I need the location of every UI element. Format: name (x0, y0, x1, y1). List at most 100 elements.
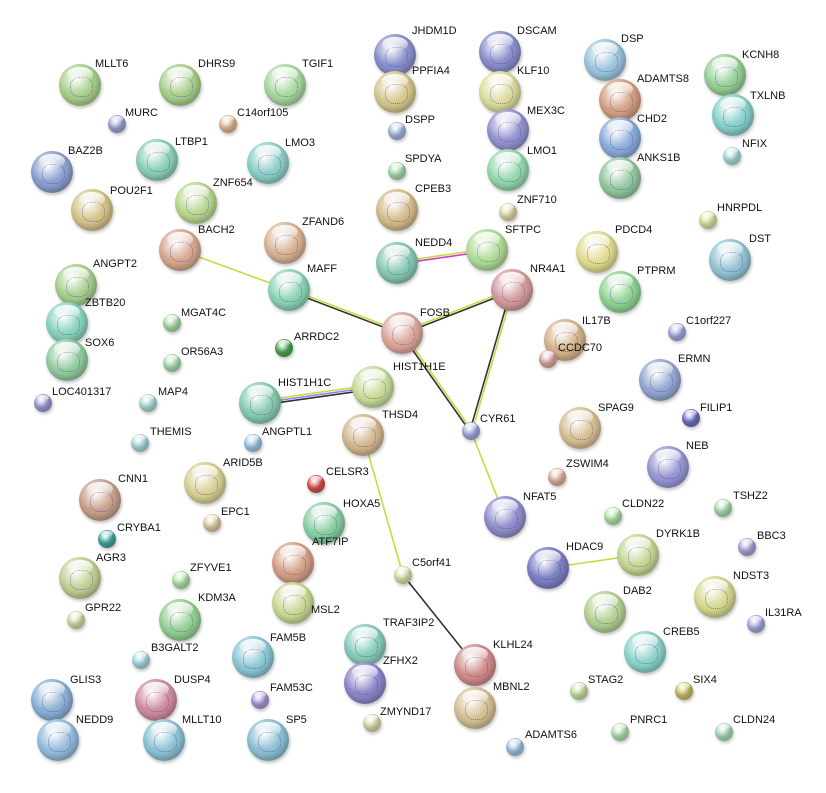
node-label-dsp[interactable]: DSP (621, 33, 644, 45)
node-cryba1[interactable] (98, 530, 116, 548)
edge-thsd4-c5orf41[interactable] (362, 434, 404, 576)
node-angpt2[interactable] (55, 264, 97, 306)
node-label-dst[interactable]: DST (749, 233, 771, 245)
node-label-pnrc1[interactable]: PNRC1 (630, 714, 668, 726)
node-lmo1[interactable] (487, 149, 529, 191)
node-label-map4[interactable]: MAP4 (158, 386, 188, 398)
node-bach2[interactable] (159, 229, 201, 271)
node-label-nr4a1[interactable]: NR4A1 (530, 263, 566, 275)
node-sftpc[interactable] (466, 229, 508, 271)
node-label-themis[interactable]: THEMIS (150, 426, 192, 438)
node-label-or56a3[interactable]: OR56A3 (181, 346, 224, 358)
node-label-txlnb[interactable]: TXLNB (750, 90, 786, 102)
node-label-msl2[interactable]: MSL2 (311, 604, 340, 616)
node-label-cyr61[interactable]: CYR61 (480, 413, 516, 425)
node-agr3[interactable] (59, 557, 101, 599)
node-label-ppfia4[interactable]: PPFIA4 (412, 65, 450, 77)
node-dsp[interactable] (584, 39, 626, 81)
node-hnrpdl[interactable] (699, 211, 717, 229)
node-arrdc2[interactable] (275, 339, 293, 357)
node-label-ermn[interactable]: ERMN (678, 353, 711, 365)
node-label-zfyve1[interactable]: ZFYVE1 (190, 562, 232, 574)
node-label-cnn1[interactable]: CNN1 (118, 473, 148, 485)
node-label-zswim4[interactable]: ZSWIM4 (566, 458, 609, 470)
node-nfat5[interactable] (484, 496, 526, 538)
node-label-spag9[interactable]: SPAG9 (598, 402, 634, 414)
node-nr4a1[interactable] (491, 269, 533, 311)
node-label-agr3[interactable]: AGR3 (96, 552, 126, 564)
node-label-gpr22[interactable]: GPR22 (85, 602, 122, 614)
node-label-mllt10[interactable]: MLLT10 (182, 714, 222, 726)
node-label-filip1[interactable]: FILIP1 (700, 402, 733, 414)
node-anks1b[interactable] (599, 157, 641, 199)
node-epc1[interactable] (203, 514, 221, 532)
node-map4[interactable] (139, 394, 157, 412)
node-filip1[interactable] (682, 409, 700, 427)
node-label-hnrpdl[interactable]: HNRPDL (717, 202, 763, 214)
node-label-znf710[interactable]: ZNF710 (517, 194, 557, 206)
node-label-fam53c[interactable]: FAM53C (270, 682, 313, 694)
node-c14orf105[interactable] (219, 115, 237, 133)
node-hdac9[interactable] (527, 547, 569, 589)
node-ppfia4[interactable] (374, 71, 416, 113)
node-label-zmynd17[interactable]: ZMYND17 (380, 706, 432, 718)
node-label-c14orf105[interactable]: C14orf105 (237, 107, 289, 119)
node-bbc3[interactable] (738, 538, 756, 556)
node-label-lmo3[interactable]: LMO3 (285, 137, 315, 149)
node-kdm3a[interactable] (159, 599, 201, 641)
node-dusp4[interactable] (135, 679, 177, 721)
node-txlnb[interactable] (712, 94, 754, 136)
node-label-ccdc70[interactable]: CCDC70 (558, 342, 603, 354)
node-mllt6[interactable] (59, 64, 101, 106)
node-label-nedd9[interactable]: NEDD9 (76, 714, 114, 726)
node-label-adamts6[interactable]: ADAMTS6 (525, 729, 577, 741)
node-label-tshz2[interactable]: TSHZ2 (733, 490, 768, 502)
node-label-dhrs9[interactable]: DHRS9 (198, 58, 236, 70)
node-label-dab2[interactable]: DAB2 (623, 585, 652, 597)
node-label-cpeb3[interactable]: CPEB3 (415, 183, 452, 195)
node-label-arrdc2[interactable]: ARRDC2 (294, 331, 340, 343)
node-label-lmo1[interactable]: LMO1 (527, 145, 557, 157)
node-adamts8[interactable] (599, 79, 641, 121)
node-zfand6[interactable] (264, 222, 306, 264)
node-cldn22[interactable] (604, 507, 622, 525)
node-hist1h1c[interactable] (239, 382, 281, 424)
node-dyrk1b[interactable] (617, 534, 659, 576)
node-tshz2[interactable] (714, 499, 732, 517)
node-themis[interactable] (131, 434, 149, 452)
node-label-glis3[interactable]: GLIS3 (70, 674, 102, 686)
node-nedd9[interactable] (37, 719, 79, 761)
node-loc401317[interactable] (34, 394, 52, 412)
node-arid5b[interactable] (184, 462, 226, 504)
node-or56a3[interactable] (163, 354, 181, 372)
node-ltbp1[interactable] (136, 139, 178, 181)
node-label-angptl1[interactable]: ANGPTL1 (262, 426, 313, 438)
node-c5orf41[interactable] (394, 566, 412, 584)
node-maff[interactable] (268, 269, 310, 311)
node-label-celsr3[interactable]: CELSR3 (326, 466, 369, 478)
node-label-mex3c[interactable]: MEX3C (527, 105, 565, 117)
node-adamts6[interactable] (506, 738, 524, 756)
node-zbtb20[interactable] (46, 302, 88, 344)
node-label-arid5b[interactable]: ARID5B (223, 457, 263, 469)
node-pnrc1[interactable] (611, 723, 629, 741)
node-il31ra[interactable] (747, 615, 765, 633)
node-zmynd17[interactable] (363, 714, 381, 732)
node-label-c5orf41[interactable]: C5orf41 (412, 557, 452, 569)
node-fosb[interactable] (381, 312, 423, 354)
node-mllt10[interactable] (143, 719, 185, 761)
node-fam5b[interactable] (232, 636, 274, 678)
node-label-dscam[interactable]: DSCAM (517, 25, 557, 37)
node-b3galt2[interactable] (132, 651, 150, 669)
node-label-maff[interactable]: MAFF (307, 263, 337, 275)
node-cyr61[interactable] (462, 422, 480, 440)
node-label-dspp[interactable]: DSPP (405, 114, 435, 126)
node-label-sox6[interactable]: SOX6 (85, 337, 115, 349)
node-cldn24[interactable] (715, 723, 733, 741)
node-baz2b[interactable] (31, 151, 73, 193)
node-label-kcnh8[interactable]: KCNH8 (742, 49, 780, 61)
node-label-thsd4[interactable]: THSD4 (382, 409, 419, 421)
node-label-bbc3[interactable]: BBC3 (757, 530, 786, 542)
node-hist1h1e[interactable] (352, 366, 394, 408)
node-znf710[interactable] (499, 203, 517, 221)
